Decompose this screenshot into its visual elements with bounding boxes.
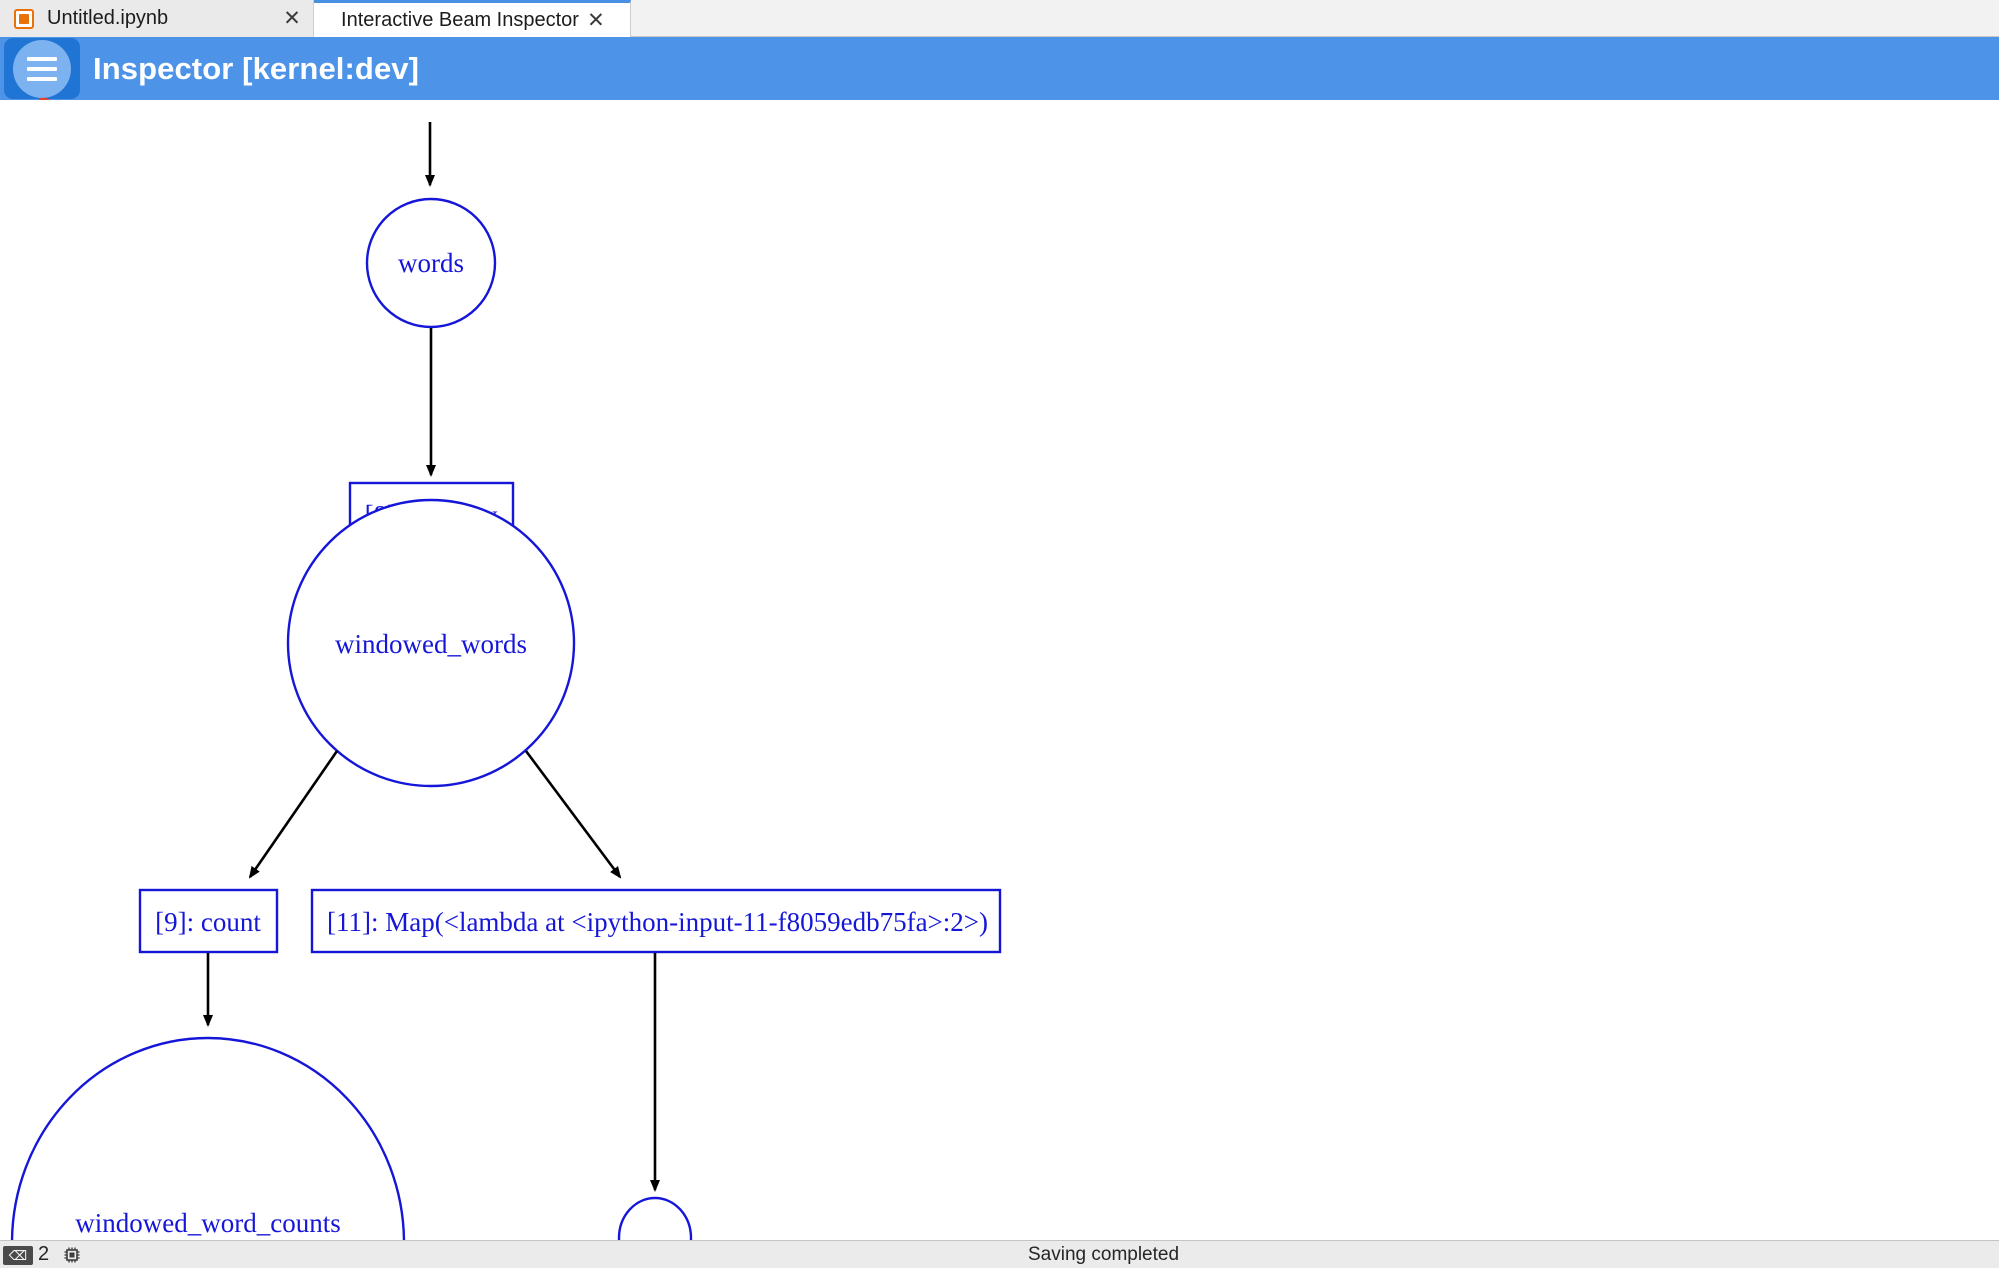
- tab-close-icon[interactable]: ✕: [587, 8, 605, 32]
- tab-interactive-beam-inspector[interactable]: Interactive Beam Inspector ✕: [314, 0, 631, 37]
- tab-close-icon[interactable]: ✕: [283, 7, 301, 30]
- tab-label: Interactive Beam Inspector: [341, 8, 579, 31]
- graph-edge-windowedwords-map: [524, 750, 622, 879]
- notebook-icon: [14, 8, 34, 29]
- graph-node-count[interactable]: [9]: count: [138, 888, 279, 954]
- node-label: windowed_words: [335, 629, 527, 659]
- terminal-glyph: ⌫: [8, 1248, 28, 1263]
- graph-edge-windowedwords-count: [248, 750, 339, 879]
- terminal-icon[interactable]: ⌫: [3, 1246, 33, 1265]
- graph-node-windowed-word-counts[interactable]: windowed_word_counts: [10, 1036, 406, 1240]
- hamburger-icon: [13, 39, 71, 98]
- node-label: windowed_word_counts: [75, 1208, 340, 1238]
- node-label: words: [398, 248, 464, 278]
- graph-node-map[interactable]: [11]: Map(<lambda at <ipython-input-11-f…: [310, 888, 1002, 954]
- kernel-chip-icon[interactable]: [62, 1245, 82, 1265]
- node-label: [11]: Map(<lambda at <ipython-input-11-f…: [327, 907, 988, 937]
- beam-pipeline-graph[interactable]: words [8]: window windowed_words: [0, 100, 1999, 1240]
- status-bar: ⌫ 2 Saving completed: [0, 1240, 1999, 1268]
- inspector-header: Inspector [kernel:dev]: [0, 37, 1999, 100]
- page-title: Inspector [kernel:dev]: [93, 50, 420, 86]
- tab-untitled-ipynb[interactable]: Untitled.ipynb ✕: [0, 0, 314, 37]
- node-label: [9]: count: [155, 907, 261, 937]
- menu-toggle-button[interactable]: [4, 38, 80, 99]
- graph-node-windowed-words[interactable]: windowed_words: [286, 498, 576, 788]
- tab-label: Untitled.ipynb: [47, 7, 169, 29]
- graph-node-words[interactable]: words: [365, 197, 497, 329]
- save-status: Saving completed: [1028, 1244, 1180, 1265]
- kernel-count[interactable]: 2: [38, 1243, 50, 1265]
- graph-node-unnamed[interactable]: [617, 1196, 693, 1240]
- tab-bar: Untitled.ipynb ✕ Interactive Beam Inspec…: [0, 0, 1999, 37]
